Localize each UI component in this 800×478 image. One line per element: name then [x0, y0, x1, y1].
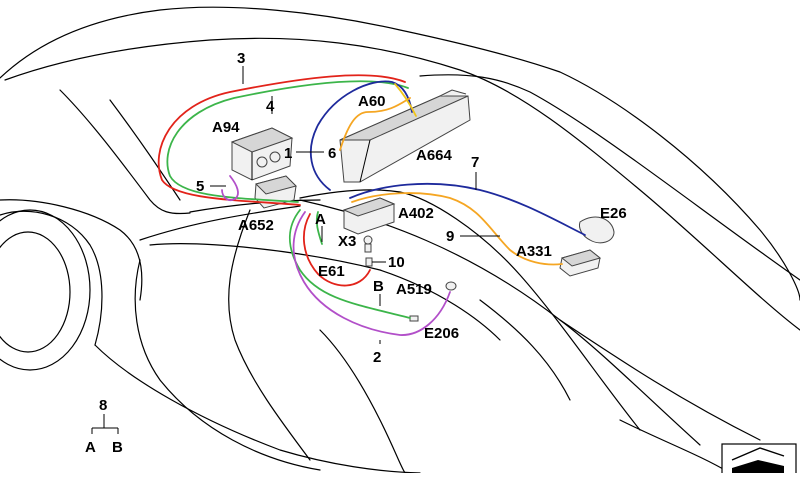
roof-outline: [0, 6, 800, 301]
callout-2: 2: [373, 349, 381, 366]
b-pillar: [228, 209, 311, 461]
e26-component: [579, 216, 615, 244]
callout-6: 6: [328, 145, 336, 162]
a94-component: [230, 127, 294, 181]
door-top-line: [139, 205, 301, 241]
dash-shelf: [189, 199, 321, 213]
callout-9: 9: [446, 228, 454, 245]
wire-blue-roof: [309, 80, 413, 191]
door-handle-line: [479, 299, 571, 401]
wire-orange-a60: [339, 97, 411, 151]
rear-window-edge: [59, 89, 191, 215]
callout-a: A: [315, 211, 326, 228]
callout-7: 7: [471, 154, 479, 171]
windshield-top: [419, 74, 800, 281]
windshield-bottom: [299, 199, 701, 446]
rear-wheel-arch: [0, 210, 103, 346]
label-a652: A652: [238, 217, 274, 234]
a-pillar: [299, 189, 641, 431]
callout-8: 8: [99, 397, 107, 414]
leader-lines: [91, 66, 500, 434]
callout-5: 5: [196, 178, 204, 195]
wire-green-b: [288, 209, 411, 319]
wiring-harness: [157, 74, 586, 336]
e61-component: [365, 257, 373, 267]
callout-3: 3: [237, 50, 245, 67]
label-e26: E26: [600, 205, 627, 222]
label-e206: E206: [424, 325, 459, 342]
components: [230, 89, 615, 322]
wire-red-e61: [303, 213, 371, 287]
a664-component: [339, 89, 471, 183]
label-a519: A519: [396, 281, 432, 298]
label-a331: A331: [516, 243, 552, 260]
label-a94: A94: [212, 119, 240, 136]
wire-purple-e206: [292, 211, 451, 336]
front-fender-line: [619, 419, 731, 474]
callout-10: 10: [388, 254, 405, 271]
side-window-lower: [149, 243, 501, 341]
callout-b: B: [373, 278, 384, 295]
wire-yellow-a60: [394, 83, 417, 117]
wire-green-roof: [166, 80, 409, 203]
legend-b: B: [112, 439, 123, 456]
callout-4: 4: [266, 98, 275, 115]
car-body-outline: [0, 6, 800, 474]
x3-component: [363, 235, 373, 253]
label-e61: E61: [318, 263, 345, 280]
a402-component: [342, 197, 396, 235]
label-x3: X3: [338, 233, 356, 250]
rear-window-inner: [109, 99, 181, 201]
rear-wheel-rim: [0, 231, 71, 353]
wire-green-a: [315, 211, 323, 245]
wire-blue-e26: [349, 182, 586, 236]
legend-bracket: [91, 414, 119, 434]
legend-a: A: [85, 439, 96, 456]
door-panel-edge: [134, 259, 321, 471]
label-a60: A60: [358, 93, 386, 110]
wire-red-roof: [157, 74, 406, 206]
a519-component: [445, 281, 457, 291]
sill-line: [94, 344, 421, 474]
catalog-view-icon[interactable]: [721, 443, 797, 477]
hood-line: [559, 319, 761, 441]
e206-component: [409, 315, 419, 322]
rear-wheel: [0, 209, 91, 371]
label-a402: A402: [398, 205, 434, 222]
roof-inner-edge: [4, 37, 800, 331]
labels: 3 4 A60 A94 1 6 A664 7 5 A402 E26 A652 A…: [85, 50, 627, 456]
wire-orange-a331: [351, 192, 563, 266]
label-a664: A664: [416, 147, 453, 164]
a331-component: [559, 249, 602, 277]
callout-1: 1: [284, 145, 292, 162]
rear-quarter: [0, 199, 143, 301]
door-panel-inner: [319, 329, 406, 474]
wire-purple-a94: [221, 175, 239, 202]
